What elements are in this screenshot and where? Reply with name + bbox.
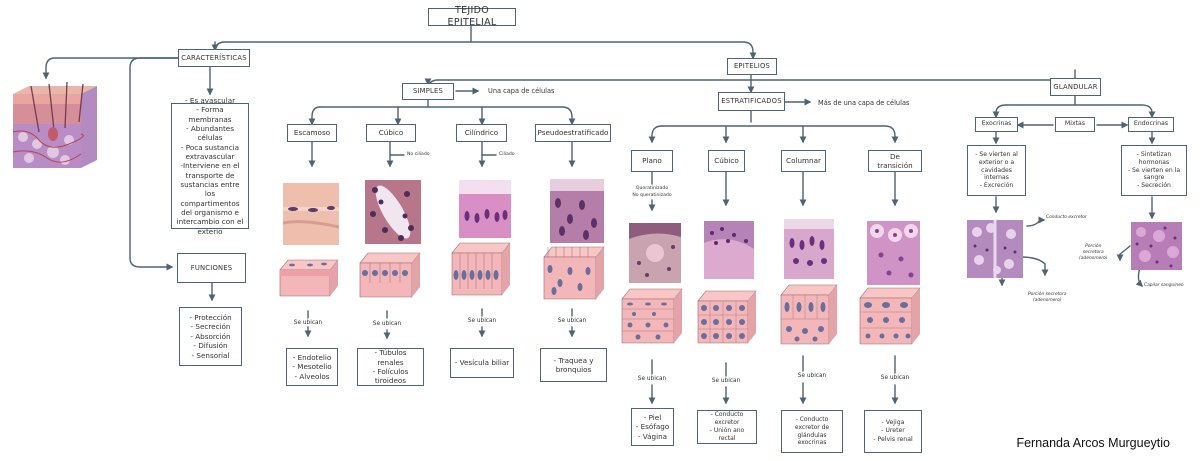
transicion-3d-model (858, 286, 922, 346)
simple-cilindrico-label: Cilíndrico (464, 128, 499, 138)
escamoso-locations: - Endotelio - Mesotelio - Alveolos (286, 348, 338, 386)
ubican-transicion: Se ubican (880, 375, 910, 381)
endocrinas-box: Endocrinas (1128, 117, 1174, 132)
escamoso-micrograph (283, 183, 339, 245)
caracteristicas-box: CARACTERÍSTICAS (178, 49, 250, 67)
ubican-cubico-simple: Se ubican (372, 321, 402, 327)
endocrina-micrograph (1131, 222, 1182, 270)
estratificados-label: ESTRATIFICADOS (721, 97, 782, 106)
ubican-columnar: Se ubican (797, 373, 827, 379)
capilar-sanguineo-label: Capilar sanguineo (1144, 283, 1184, 288)
caracteristicas-list: - Es avascular - Forma membranas - Abund… (171, 96, 249, 236)
title-text: TEJIDO EPITELIAL (447, 4, 497, 28)
simples-note: Una capa de células (488, 87, 555, 95)
exocrinas-label: Exocrinas (981, 120, 1012, 128)
funciones-list: - Protección - Secreción - Absorción - D… (179, 307, 242, 366)
cubico-estrat-3d-model (696, 289, 758, 345)
mixtas-label: Mixtas (1064, 120, 1086, 128)
ubican-pseudo: Se ubican (557, 318, 587, 324)
endocrinas-label: Endocrinas (1133, 120, 1169, 128)
title-box: TEJIDO EPITELIAL (428, 5, 516, 28)
conducto-excretor-label: Conducto excretor (1046, 215, 1087, 220)
estrat-plano-box: Plano (631, 150, 673, 172)
simple-escamoso-label: Escamoso (293, 128, 331, 138)
funciones-label: FUNCIONES (190, 263, 233, 272)
porcion-secretora-right-label: Porción secretora (adenomero) (1079, 244, 1108, 261)
pseudo-locations: - Traquea y bronquios (540, 348, 607, 382)
estrat-cubico-box: Cúbico (708, 150, 745, 172)
simple-pseudo-label: Pseudoestratificado (537, 128, 609, 138)
cubico-estrat-micrograph (704, 221, 754, 279)
escamoso-3d-model (278, 256, 340, 300)
transicion-micrograph (867, 221, 920, 285)
simple-cilindrico-box: Cilíndrico (456, 124, 507, 142)
simples-box: SIMPLES (402, 83, 454, 100)
cubico-simple-locations: - Túbulos renales - Folículos tiroideos (357, 348, 424, 386)
simple-cubico-box: Cúbico (366, 124, 416, 142)
exocrinas-desc: - Se vierten al exterior o a cavidades i… (967, 145, 1026, 196)
cubico-simple-micrograph (365, 180, 421, 244)
plano-3d-model (620, 287, 684, 345)
cilindrico-locations: - Vesícula biliar (450, 348, 514, 378)
simple-escamoso-box: Escamoso (287, 124, 337, 142)
estrat-transicion-box: De transición (868, 150, 922, 172)
exocrina-micrograph (967, 220, 1023, 278)
glandular-box: GLANDULAR (1050, 78, 1101, 96)
exocrinas-box: Exocrinas (975, 117, 1018, 132)
endocrinas-desc: - Sintetizan hormonas - Se vierten en la… (1121, 145, 1187, 196)
mixtas-box: Mixtas (1055, 117, 1095, 132)
columnar-3d-model (779, 283, 839, 346)
columnar-locations: - Conducto excretor de glándulas exocrin… (781, 410, 843, 453)
columnar-micrograph (784, 219, 834, 279)
glandular-label: GLANDULAR (1053, 82, 1098, 91)
simple-cubico-label: Cúbico (378, 128, 404, 138)
cubico-estrat-locations: - Conducto excretor - Unión ano rectal (697, 410, 757, 444)
plano-locations: - Piel - Esófago - Vágina (631, 408, 674, 446)
estratificados-note: Más de una capa de células (818, 99, 910, 107)
plano-micrograph (629, 223, 681, 283)
transicion-locations: - Vejiga - Ureter - Pelvis renal (864, 410, 922, 453)
pseudo-micrograph (550, 179, 604, 243)
simples-label: SIMPLES (412, 87, 444, 96)
estrat-columnar-box: Columnar (781, 150, 826, 172)
epitelios-box: EPITELIOS (727, 58, 777, 75)
ubican-plano: Se ubican (637, 376, 667, 382)
ubican-cilindrico: Se ubican (467, 318, 497, 324)
ubican-cubico-estrat: Se ubican (711, 378, 741, 384)
simple-pseudo-box: Pseudoestratificado (535, 124, 611, 142)
cilindrico-micrograph (459, 180, 511, 238)
no-ciliado-note: No ciliado (407, 152, 430, 157)
estratificados-box: ESTRATIFICADOS (718, 92, 785, 111)
ubican-escamoso: Se ubican (293, 320, 323, 326)
pseudo-3d-model (542, 243, 606, 301)
porcion-secretora-bottom-label: Porción secretora (adenomero) (1028, 292, 1067, 303)
skin-illustration (9, 82, 101, 172)
estrat-transicion-label: De transición (877, 151, 913, 170)
epitelios-label: EPITELIOS (733, 62, 771, 71)
estrat-cubico-label: Cúbico (714, 156, 739, 166)
cubico-simple-3d-model (358, 249, 422, 301)
queratinizado-note: Queratinizado No queratinizado (632, 186, 672, 198)
funciones-box: FUNCIONES (177, 253, 246, 283)
author-signature: Fernanda Arcos Murgueytio (1016, 436, 1170, 450)
ciliado-note: Ciliado (499, 152, 515, 157)
caracteristicas-label: CARACTERÍSTICAS (181, 53, 247, 62)
estrat-columnar-label: Columnar (786, 156, 821, 166)
cilindrico-3d-model (450, 241, 512, 298)
estrat-plano-label: Plano (642, 156, 662, 166)
